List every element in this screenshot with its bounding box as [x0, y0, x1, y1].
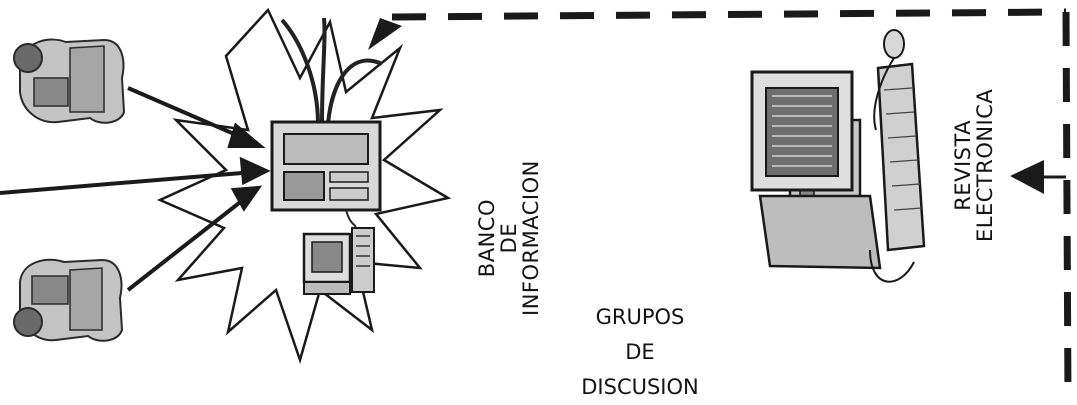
input-arrows [0, 86, 271, 292]
server-computer-icon [270, 120, 382, 233]
arrowhead-top-icon [368, 18, 402, 50]
banco-line1: BANCO [475, 199, 499, 278]
grupos-line3: DISCUSION [581, 375, 699, 399]
arrowhead-revista-icon [1010, 160, 1044, 194]
grupos-line2: DE [625, 340, 655, 364]
banco-label: BANCO DE INFORMACION [475, 160, 543, 316]
small-desktop-icon [302, 227, 375, 295]
revista-line1: REVISTA [951, 119, 975, 211]
grupos-label: GRUPOS DE DISCUSION [560, 300, 720, 405]
revista-label: REVISTA ELECTRONICA [951, 88, 997, 242]
revista-line2: ELECTRONICA [973, 88, 997, 242]
person-reading-icon [13, 38, 126, 124]
person-reading-icon [13, 258, 124, 342]
cables [280, 17, 383, 125]
banco-line2: DE [497, 222, 521, 254]
banco-line3: INFORMACION [519, 160, 543, 316]
grupos-line1: GRUPOS [595, 305, 685, 329]
dashed-feedback-line [391, 8, 1072, 401]
desktop-computer-icon [750, 29, 926, 283]
